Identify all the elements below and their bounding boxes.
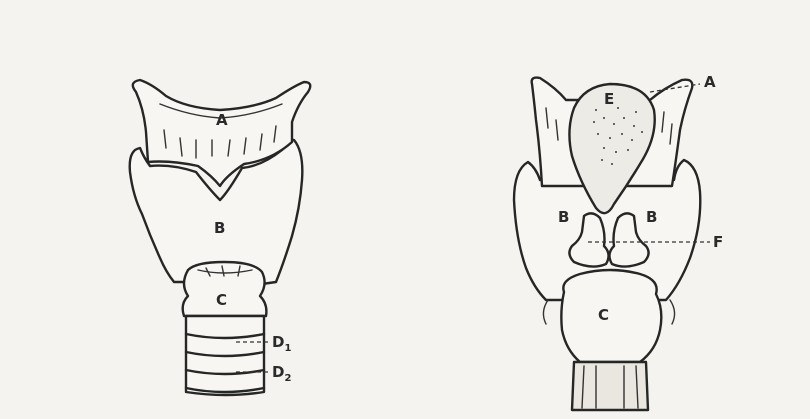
label-back-e: E <box>604 90 614 108</box>
label-back-c: C <box>598 306 609 324</box>
cricoid-cartilage-back <box>561 270 661 362</box>
larynx-back-view: A E B B F C <box>514 73 723 410</box>
label-front-d2: D2 <box>272 363 291 384</box>
label-front-b: B <box>214 219 225 237</box>
label-back-b-right: B <box>646 208 657 226</box>
label-front-c: C <box>216 291 227 309</box>
label-back-a: A <box>704 73 716 91</box>
label-front-a: A <box>216 111 228 129</box>
label-front-d1: D1 <box>272 333 291 354</box>
larynx-front-view: A B C D1 D2 <box>130 80 311 395</box>
label-back-f: F <box>713 233 723 251</box>
label-back-b-left: B <box>558 208 569 226</box>
